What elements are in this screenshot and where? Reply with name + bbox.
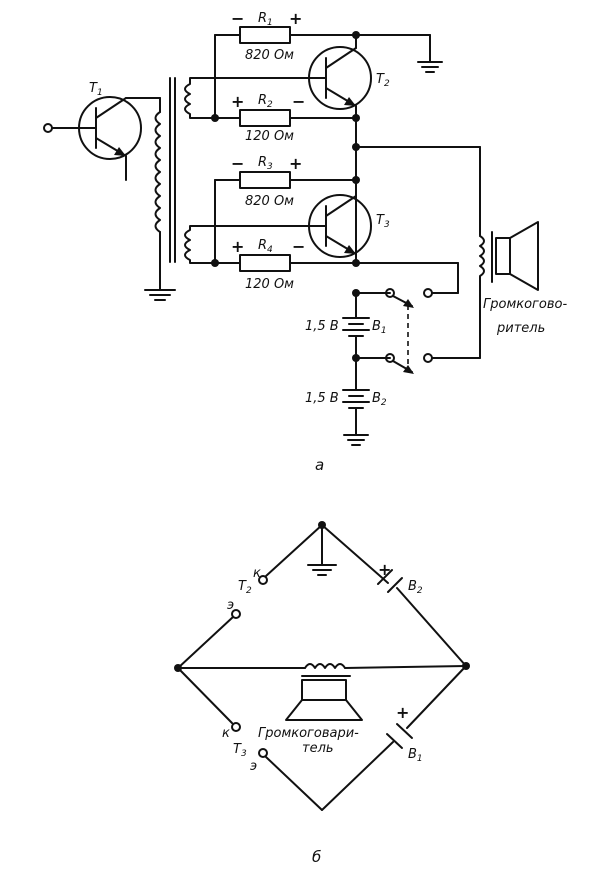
r2-value: 120 Ом (245, 129, 294, 144)
b1-voltage: 1,5 В (305, 319, 339, 334)
resistor-r2 (239, 109, 291, 127)
t2-emitter-terminal (231, 609, 241, 619)
b1-plus: + (396, 703, 409, 722)
t2-collector-terminal (258, 575, 268, 585)
b-b2-label: B2 (408, 579, 423, 596)
t2-b-label: T2 (238, 579, 252, 596)
t3-b-label: T3 (233, 742, 247, 759)
r2-minus: − (292, 92, 305, 111)
t2-label: T2 (376, 72, 390, 89)
r1-ref: R1 (258, 11, 273, 28)
speaker-label-a-2: ритель (496, 321, 545, 336)
t3-k-label: к (222, 726, 230, 741)
transformer-primary (144, 111, 176, 301)
t2-e-label: э (227, 598, 234, 613)
b1-ref: B1 (372, 319, 387, 336)
r1-minus: − (231, 9, 244, 28)
transistor-t1 (43, 96, 161, 181)
t3-e-label: э (250, 759, 257, 774)
r1-plus: + (289, 9, 302, 28)
speaker-coil-a (479, 235, 485, 279)
speaker-label-b-2: тель (302, 741, 334, 756)
battery-b-b2 (377, 569, 403, 593)
resistor-r1 (239, 26, 291, 44)
transistor-t2 (214, 34, 372, 263)
resistor-r4 (239, 254, 291, 272)
t3-label: T3 (376, 213, 390, 230)
r3-value: 820 Ом (245, 194, 294, 209)
b2-ref: B2 (372, 391, 387, 408)
r4-plus: + (231, 237, 244, 256)
r4-value: 120 Ом (245, 277, 294, 292)
t3-emitter-terminal (258, 748, 268, 758)
r3-ref: R3 (258, 155, 273, 172)
circuit-b: к T2 э + B2 Громкоговари- тель к (174, 521, 470, 866)
double-switch (385, 277, 481, 374)
r3-plus: + (289, 154, 302, 173)
caption-a: а (315, 456, 324, 474)
circuit-a: T1 − + R1 820 Ом (43, 9, 567, 474)
r2-ref: R2 (258, 93, 273, 110)
r4-ref: R4 (258, 238, 273, 255)
b2-voltage: 1,5 В (305, 391, 339, 406)
r2-plus: + (231, 92, 244, 111)
t2-k-label: к (253, 566, 261, 581)
speaker-coil-b (304, 663, 346, 669)
speaker-icon (491, 221, 539, 291)
t1-label: T1 (89, 81, 103, 98)
resistor-r3 (239, 171, 291, 189)
secondary-lower (184, 225, 216, 264)
switch-contact-1 (423, 288, 433, 298)
r4-minus: − (292, 237, 305, 256)
t3-collector-terminal (231, 722, 241, 732)
secondary-upper (184, 77, 216, 119)
battery-b1 (342, 317, 370, 337)
battery-b-b1 (386, 723, 413, 749)
transistor-t3 (214, 194, 372, 258)
caption-b: б (312, 848, 321, 866)
speaker-label-a-1: Громкогово- (483, 297, 567, 312)
speaker-label-b-1: Громкоговари- (258, 726, 359, 741)
battery-b2 (342, 389, 370, 409)
b2-plus: + (378, 560, 391, 579)
b-b1-label: B1 (408, 747, 423, 764)
r1-value: 820 Ом (245, 48, 294, 63)
speaker-icon-b (285, 679, 363, 721)
r3-minus: − (231, 154, 244, 173)
